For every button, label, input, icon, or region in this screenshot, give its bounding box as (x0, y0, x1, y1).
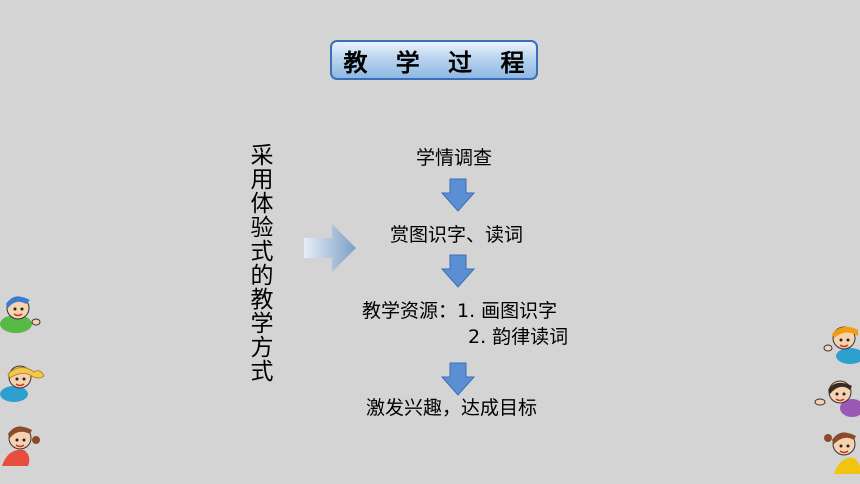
slide-title: 教 学 过 程 (343, 48, 535, 77)
cartoon-kid-icon (0, 365, 45, 402)
step-survey: 学情调查 (416, 147, 493, 169)
step-goal: 激发兴趣，达成目标 (366, 397, 538, 419)
cartoon-kid-icon (814, 380, 860, 417)
cartoon-kid-icon (0, 296, 41, 333)
arrow-down-icon (441, 178, 475, 212)
cartoon-kid-icon (2, 426, 40, 466)
step-resources: 教学资源：1. 画图识字 (362, 300, 558, 322)
step-picture-reading: 赏图识字、读词 (390, 224, 524, 246)
cartoon-kid-icon (824, 432, 860, 474)
arrow-down-icon (441, 362, 475, 396)
arrow-right-icon (304, 224, 356, 272)
title-banner: 教 学 过 程 (330, 40, 538, 80)
cartoon-kid-icon (823, 326, 860, 364)
arrow-down-icon (441, 254, 475, 288)
step-resources-item-2: 2. 韵律读词 (468, 326, 569, 348)
teaching-method-label: 采用体验式的教学方式 (246, 143, 272, 383)
